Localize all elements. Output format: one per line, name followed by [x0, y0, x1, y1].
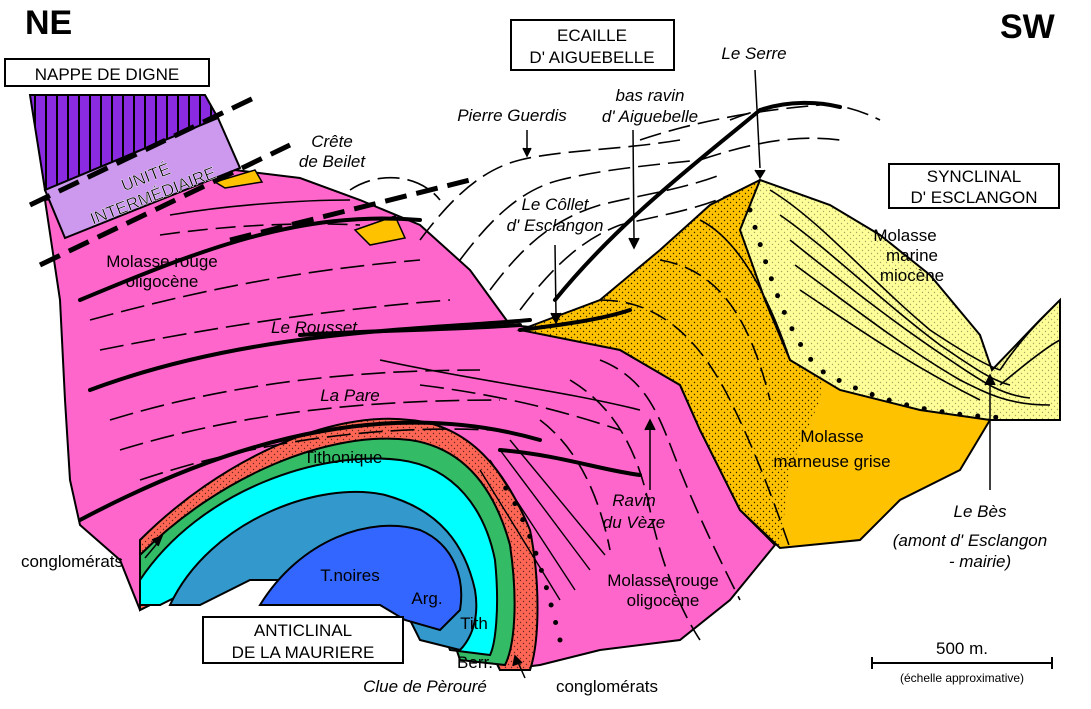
- la-pare-label: La Pare: [320, 386, 380, 405]
- le-bes-label-2: (amont d' Esclangon: [893, 531, 1047, 550]
- nappe-de-digne-box: [4, 58, 210, 87]
- crete-label-2: de Beilet: [299, 152, 366, 171]
- pointer-arrows: [144, 69, 996, 679]
- molasse-rouge-1-line-1: Molasse rouge: [106, 252, 218, 271]
- orange-lens-1: [213, 169, 264, 189]
- terres-noires-blue: [258, 524, 463, 632]
- dotted-horizons: [497, 207, 1013, 643]
- nappe-boundaries: [28, 92, 471, 268]
- scale-label: 500 m.: [936, 639, 988, 658]
- ravin-label-2: du Vèze: [603, 513, 665, 532]
- tithonique-label: Tithonique: [304, 448, 383, 467]
- collet-label-2: d' Esclangon: [507, 216, 604, 235]
- synclinal-box: [888, 163, 1060, 209]
- anticlinal-label-2: DE LA MAURIERE: [232, 643, 375, 662]
- nappe-de-digne-label: NAPPE DE DIGNE: [35, 65, 180, 84]
- conglomerats-left-label: conglomérats: [21, 552, 123, 571]
- ecaille-label-1: ECAILLE: [557, 26, 627, 45]
- collet-label-1: Le Côllet: [521, 195, 589, 214]
- scale-note: (échelle approximative): [900, 671, 1024, 685]
- crete-label-1: Crête: [311, 132, 353, 151]
- molasse-rouge-1-line-2: oligocène: [126, 272, 199, 291]
- molasse-rouge-2-line-2: oligocène: [627, 591, 700, 610]
- anticlinal-label-1: ANTICLINAL: [254, 621, 352, 640]
- bedding-lines: [89, 189, 1061, 641]
- berriasien-label: Berr.: [457, 653, 493, 672]
- molasse-marine-line-1: Molasse: [873, 226, 936, 245]
- molasse-grise-line-2: marneuse grise: [773, 452, 890, 471]
- conglomerats-bottom-label: conglomérats: [556, 677, 658, 696]
- molasse-grise-dots: [520, 180, 830, 548]
- anticlinal-box: [202, 616, 404, 664]
- bas-ravin-label-2: d' Aiguebelle: [602, 107, 698, 126]
- synclinal-label-1: SYNCLINAL: [927, 167, 1021, 186]
- synclinal-label-2: D' ESCLANGON: [911, 188, 1038, 207]
- molasse-marine-line-3: miocène: [880, 266, 944, 285]
- sw-direction-label: SW: [1000, 8, 1056, 46]
- le-serre-label: Le Serre: [721, 44, 786, 63]
- orange-lens-2: [353, 215, 407, 246]
- tith-label: Tith: [460, 614, 488, 633]
- clue-label: Clue de Pèrouré: [363, 677, 487, 696]
- molasse-rouge-2-line-1: Molasse rouge: [607, 571, 719, 590]
- nappe-de-digne-hatch: [30, 95, 218, 190]
- eroded-structure-lines: [349, 102, 881, 311]
- le-bes-label-3: - mairie): [949, 552, 1011, 571]
- molasse-marine-line-2: marine: [886, 246, 938, 265]
- ecaille-box: [510, 19, 675, 71]
- scale-bar: [871, 657, 1053, 669]
- pierre-guerdis-label: Pierre Guerdis: [457, 106, 567, 125]
- le-rousset-label: Le Rousset: [271, 318, 358, 337]
- argiles-label: Arg.: [411, 589, 442, 608]
- terres-noires-label: T.noires: [320, 566, 380, 585]
- bas-ravin-label-1: bas ravin: [616, 86, 685, 105]
- molasse-grise-line-1: Molasse: [800, 427, 863, 446]
- cleavage-fan: [479, 439, 606, 601]
- thrust-faults: [78, 100, 842, 522]
- ecaille-label-2: D' AIGUEBELLE: [529, 48, 654, 67]
- ne-direction-label: NE: [25, 4, 72, 42]
- ravin-label-1: Ravin: [612, 491, 655, 510]
- le-bes-label-1: Le Bès: [954, 502, 1007, 521]
